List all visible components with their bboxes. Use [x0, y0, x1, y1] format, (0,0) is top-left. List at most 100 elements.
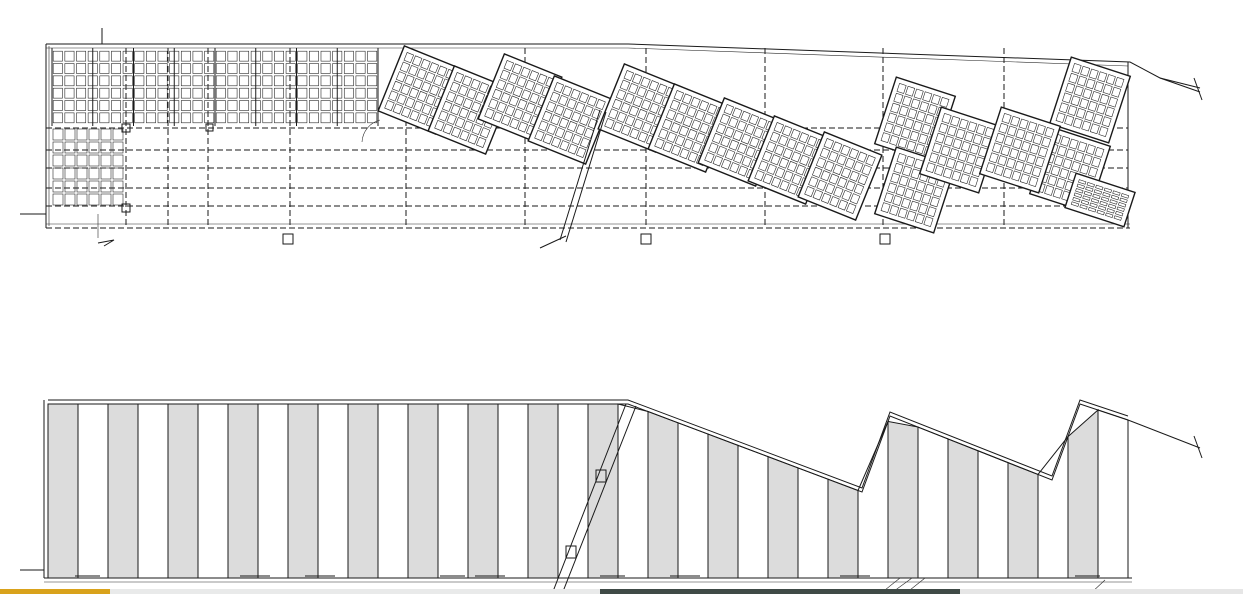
tilted-panel-module	[1102, 192, 1111, 198]
floor-stripe	[557, 403, 589, 579]
top-strut	[565, 111, 607, 243]
top-grid-module	[239, 112, 250, 124]
tilted-panel-module	[542, 133, 554, 145]
top-grid-module	[76, 112, 87, 124]
tilted-panel-module	[883, 192, 894, 204]
tilted-panel-module	[1088, 68, 1099, 80]
top-grid-module	[180, 50, 191, 62]
top-grid-module	[100, 128, 112, 141]
tilted-panel-module	[392, 80, 403, 92]
top-grid-module	[239, 50, 250, 62]
tilted-panel-module	[554, 104, 565, 116]
tilted-panel-module	[720, 158, 732, 170]
top-grid-module	[111, 87, 121, 99]
tilted-panel-module	[567, 143, 579, 155]
tilted-panel-module	[896, 153, 907, 164]
tilted-panel-module	[637, 131, 649, 143]
top-grid-module	[146, 100, 156, 111]
tilted-panel-module	[922, 91, 933, 103]
tilted-panel-module	[831, 141, 843, 153]
tilted-panel-module	[857, 174, 868, 186]
top-column-marker	[121, 203, 131, 213]
top-grid-module	[88, 128, 100, 141]
top-grid-module	[112, 180, 124, 193]
tilted-panel-module	[781, 125, 793, 137]
tilted-panel-module	[1120, 193, 1130, 199]
tilted-panel-module	[1062, 92, 1072, 104]
top-grid-module	[99, 87, 110, 99]
tilted-panel-module	[966, 153, 977, 165]
top-grid-module	[88, 180, 100, 193]
tilted-panel-module	[458, 85, 469, 97]
top-extension-line	[1159, 77, 1201, 89]
tilted-panel-module	[384, 99, 395, 112]
top-grid-module	[204, 112, 215, 124]
top-grid-module	[297, 100, 308, 111]
top-grid-module	[285, 87, 296, 99]
tilted-panel	[1048, 56, 1132, 144]
tilted-panel-module	[624, 92, 635, 104]
tilted-panel-module	[508, 95, 520, 107]
tilted-panel-module	[887, 182, 897, 194]
tilted-panel-module	[1044, 126, 1055, 138]
top-column-marker	[121, 123, 131, 133]
top-grid-module	[52, 112, 63, 124]
tilted-panel-module	[754, 169, 765, 182]
tilted-panel-module	[662, 118, 673, 130]
tilted-panel-module	[799, 154, 810, 166]
tilted-panel-module	[791, 173, 802, 185]
tilted-panel-module	[848, 148, 860, 160]
top-grid-module	[274, 63, 284, 74]
tilted-panel-module	[913, 88, 924, 100]
tilted-panel-module	[704, 151, 715, 164]
tilted-panel-module	[1082, 154, 1093, 165]
floor-stripe	[767, 455, 799, 579]
tilted-panel-module	[669, 99, 681, 111]
tilted-panel-module	[466, 88, 477, 100]
tilted-panel-module	[461, 75, 473, 87]
tilted-panel-module	[687, 128, 698, 141]
tilted-panel-module	[926, 206, 937, 218]
top-grid-module	[320, 75, 331, 87]
top-grid-module	[320, 100, 331, 111]
top-grid-module	[355, 75, 366, 87]
top-column-marker	[205, 123, 214, 132]
top-grid-module	[157, 50, 168, 62]
tilted-panel-module	[496, 101, 507, 113]
tilted-panel-module	[404, 97, 416, 109]
tilted-panel-module	[967, 121, 978, 133]
tilted-panel-module	[798, 132, 810, 144]
tilted-panel-module	[897, 207, 908, 219]
tilted-panel-module	[1088, 166, 1098, 178]
tilted-panel-module	[471, 123, 482, 135]
tilted-panel-module	[904, 118, 915, 129]
tilted-panel-module	[528, 70, 540, 82]
floor-stripe	[227, 403, 259, 579]
tilted-panel-module	[985, 162, 996, 174]
tilted-panel-module	[950, 115, 961, 127]
tilted-panel-module	[1075, 107, 1086, 119]
tilted-panel-module	[969, 143, 980, 155]
tilted-panel-module	[832, 163, 843, 176]
tilted-panel-module	[499, 69, 511, 81]
top-grid-module	[52, 87, 63, 99]
tilted-panel-module	[520, 89, 532, 101]
tilted-panel-module	[632, 95, 643, 108]
top-grid-module	[122, 50, 133, 62]
floor-stripe	[377, 403, 409, 579]
top-grid-module	[343, 100, 354, 111]
tilted-panel-module	[1035, 124, 1046, 136]
tilted-panel-module	[1109, 199, 1118, 205]
top-grid-module	[309, 63, 319, 74]
tilted-panel-module	[1068, 72, 1079, 84]
tilted-panel-module	[1072, 117, 1083, 129]
tilted-panel-module	[853, 183, 865, 195]
tilted-panel-module	[453, 72, 465, 84]
floor-stripe	[617, 403, 649, 579]
floor-stripe	[797, 467, 829, 579]
tilted-panel-module	[574, 101, 586, 113]
tilted-panel-module	[1014, 160, 1025, 172]
tilted-panel-module	[975, 124, 986, 136]
tilted-panel-module	[933, 186, 943, 198]
top-grid-module	[309, 100, 319, 111]
